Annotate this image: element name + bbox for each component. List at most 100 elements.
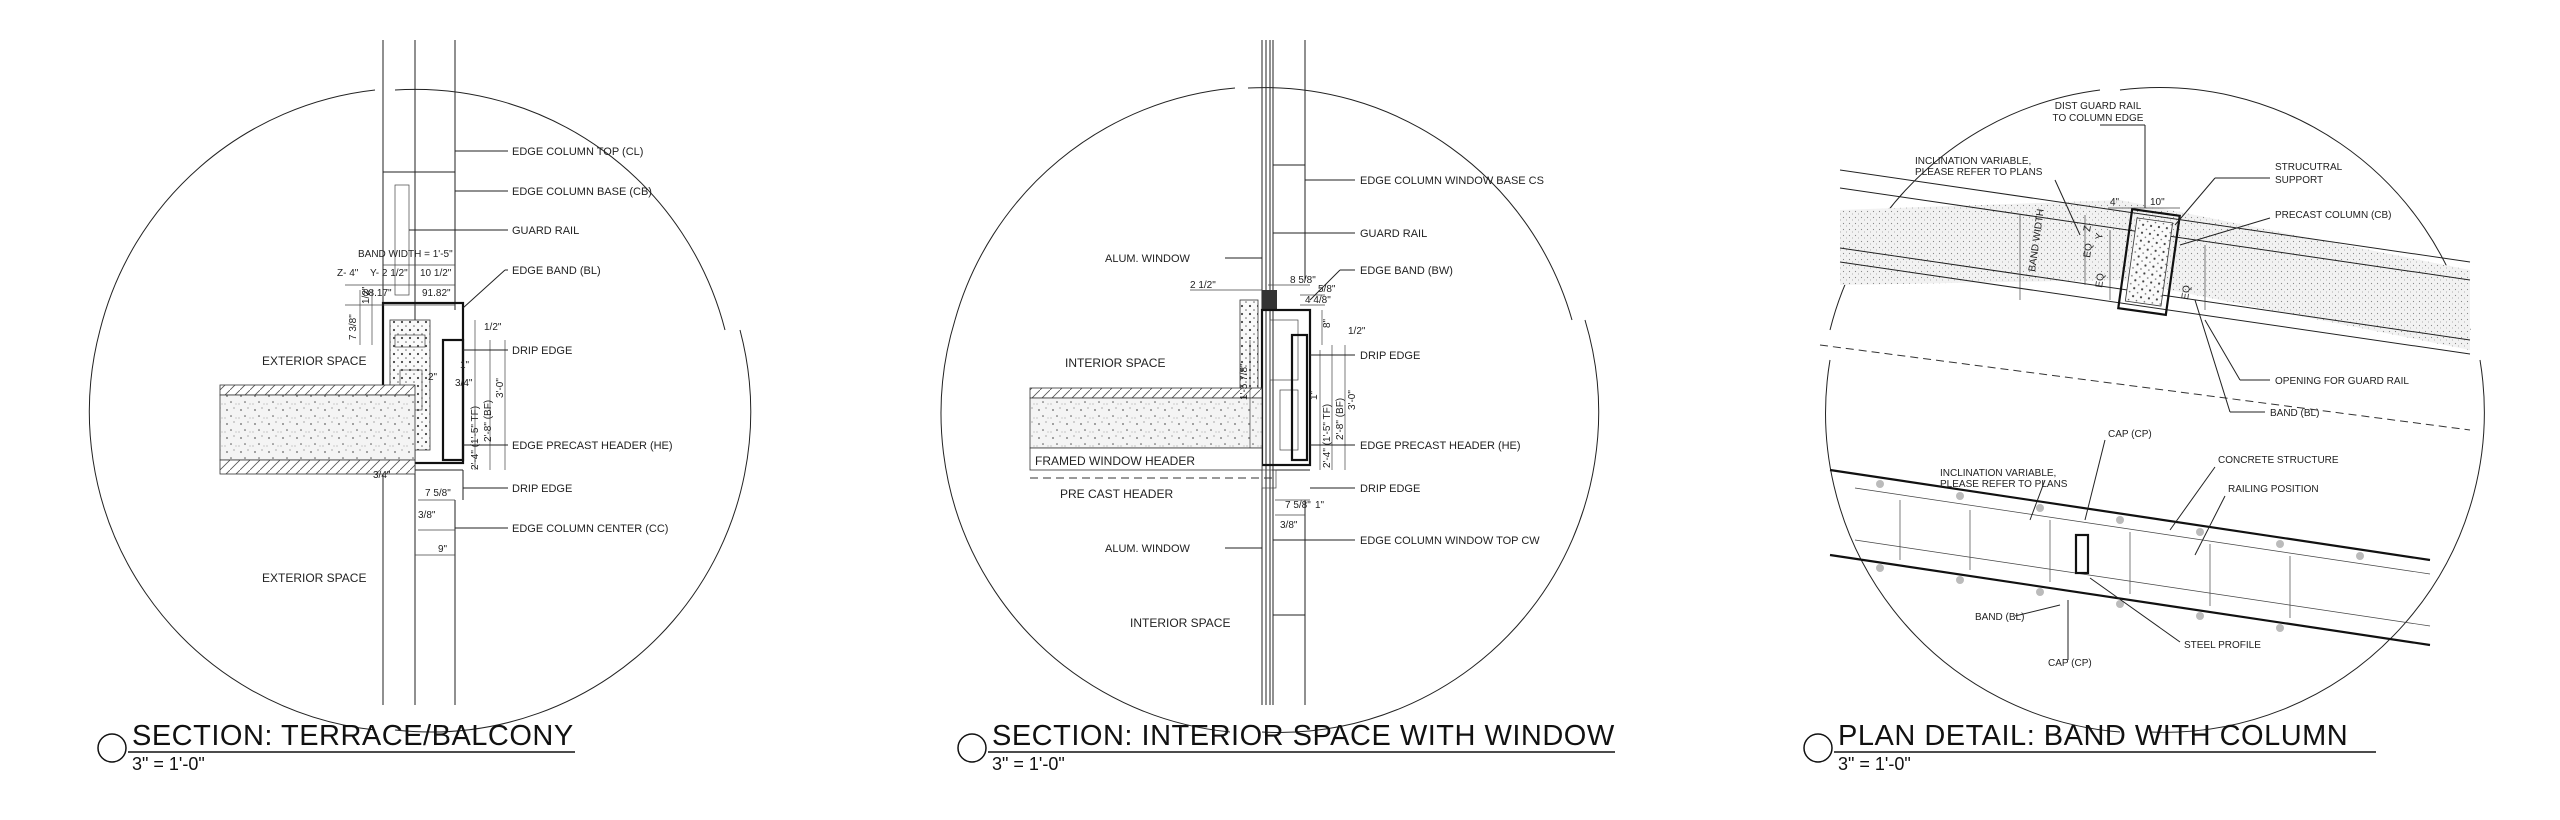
callout-label: DRIP EDGE: [512, 345, 572, 357]
dimension-label: 3/8": [1280, 520, 1298, 531]
callout-label: EDGE COLUMN BASE (CB): [512, 186, 652, 198]
dimension-label: 3'-0": [495, 378, 506, 398]
dimension-lines: [2019, 207, 2206, 310]
title-block-1: SECTION: TERRACE/BALCONY 3" = 1'-0": [97, 720, 575, 774]
upper-band: [1819, 169, 2471, 431]
detail-title: PLAN DETAIL: BAND WITH COLUMN: [1838, 720, 2348, 752]
dimension-label: 4 4/8": [1305, 295, 1331, 306]
dimension-label: 1'-5 7/8": [1239, 363, 1250, 400]
space-label: FRAMED WINDOW HEADER: [1035, 454, 1195, 468]
callout-label: EDGE PRECAST HEADER (HE): [512, 440, 673, 452]
callout-label: EDGE COLUMN WINDOW BASE CS: [1360, 175, 1544, 187]
detail-scale: 3" = 1'-0": [992, 754, 1065, 774]
detail-marker-circle: [957, 733, 987, 763]
callout-label: EDGE PRECAST HEADER (HE): [1360, 440, 1521, 452]
dimension-label: 2'-4" (1'-5" TF): [470, 406, 481, 470]
space-label: INTERIOR SPACE: [1130, 616, 1230, 630]
callout-label: BAND (BL): [1975, 612, 2024, 623]
callout-label: DRIP EDGE: [1360, 350, 1420, 362]
dimension-label: EQ: [2094, 272, 2107, 288]
dimension-label: EQ: [2180, 284, 2193, 300]
dimension-label: 1": [460, 360, 470, 371]
callout-label: EDGE COLUMN CENTER (CC): [512, 523, 668, 535]
dimension-label: 3/4": [455, 378, 473, 389]
callout-label: STRUCUTRAL: [2275, 162, 2343, 173]
detail-plan-band-column: [1819, 87, 2485, 733]
lower-band: [1829, 468, 2431, 647]
callout-label: PLEASE REFER TO PLANS: [1940, 479, 2068, 490]
dimension-lines: [345, 264, 506, 556]
dimension-label: 5/8": [1318, 284, 1336, 295]
dimension-label: 4": [2110, 197, 2120, 208]
callout-label: INCLINATION VARIABLE,: [1915, 156, 2031, 167]
space-label: EXTERIOR SPACE: [262, 571, 366, 585]
dimension-label: 1": [1309, 390, 1320, 400]
dimension-label: 2'-4" (1'-5" TF): [1322, 404, 1333, 468]
callout-label: GUARD RAIL: [1360, 228, 1427, 240]
detail-boundary-circle: [88, 88, 752, 733]
space-label: EXTERIOR SPACE: [262, 354, 366, 368]
detail-marker-circle: [97, 733, 127, 763]
dimension-label: 3/4": [373, 470, 391, 481]
callout-leaders: [1225, 179, 1355, 549]
dimension-label: 10": [2150, 197, 2165, 208]
dimension-label: BAND WIDTH = 1'-5": [358, 249, 453, 260]
detail-title: SECTION: TERRACE/BALCONY: [132, 720, 574, 752]
space-label: PRE CAST HEADER: [1060, 487, 1173, 501]
detail-scale: 3" = 1'-0": [1838, 754, 1911, 774]
detail-1-labels: EXTERIOR SPACE EXTERIOR SPACE EDGE COLUM…: [262, 146, 673, 585]
dimension-label: Z: [2082, 225, 2094, 233]
dimension-label: 88.17": [363, 288, 392, 299]
dimension-label: 1/2": [484, 322, 502, 333]
detail-marker-circle: [1803, 733, 1833, 763]
window-mullion: [1261, 40, 1306, 705]
callout-label: PLEASE REFER TO PLANS: [1915, 167, 2043, 178]
callout-label: ALUM. WINDOW: [1105, 253, 1191, 265]
callout-label: DRIP EDGE: [1360, 483, 1420, 495]
space-label: INTERIOR SPACE: [1065, 356, 1165, 370]
terrace-slab: [219, 384, 416, 475]
dimension-label: 2 1/2": [1190, 280, 1216, 291]
detail-interior-window: [940, 40, 1600, 733]
callout-label: EDGE COLUMN TOP (CL): [512, 146, 643, 158]
callout-label: EDGE BAND (BL): [512, 265, 601, 277]
title-block-2: SECTION: INTERIOR SPACE WITH WINDOW 3" =…: [957, 720, 1615, 774]
dimension-label: 7 5/8": [1285, 500, 1311, 511]
callout-label: EDGE BAND (BW): [1360, 265, 1453, 277]
interior-slab: [1029, 387, 1275, 479]
callout-label: RAILING POSITION: [2228, 484, 2319, 495]
edge-band-assembly: [1239, 290, 1312, 489]
callout-label-line: EDGE COLUMN WINDOW BASE CS: [1360, 175, 1544, 187]
dimension-label: 8": [1322, 318, 1333, 328]
detail-boundary-circle: [940, 87, 1600, 733]
callout-label: SUPPORT: [2275, 175, 2323, 186]
dimension-label: 7 3/8": [348, 314, 359, 340]
callout-label: TO COLUMN EDGE: [2053, 113, 2144, 124]
callout-label: BAND (BL): [2270, 408, 2319, 419]
dimension-label: Y- 2 1/2": [370, 268, 408, 279]
dimension-label: 7 5/8": [425, 488, 451, 499]
callout-label: OPENING FOR GUARD RAIL: [2275, 376, 2409, 387]
detail-3-labels: DIST GUARD RAIL TO COLUMN EDGE INCLINATI…: [1915, 101, 2409, 669]
dimension-label: Y: [2094, 232, 2106, 240]
dimension-label: 8 5/8": [1290, 275, 1316, 286]
detail-scale: 3" = 1'-0": [132, 754, 205, 774]
dimension-lines: [1190, 284, 1346, 516]
dimension-label: 1/2": [1348, 326, 1366, 337]
dimension-label: 9": [438, 544, 448, 555]
dimension-label: 2'-8" (BF): [483, 400, 494, 442]
dimension-label: 2'-8" (BF): [1335, 398, 1346, 440]
callout-label: INCLINATION VARIABLE,: [1940, 468, 2056, 479]
dimension-label: 1/2": [361, 286, 372, 304]
callout-leaders: [2014, 124, 2271, 660]
callout-label: ALUM. WINDOW: [1105, 543, 1191, 555]
detail-terrace-balcony: [88, 40, 752, 733]
dimension-label: 3'-0": [1347, 390, 1358, 410]
callout-label: EDGE COLUMN WINDOW TOP CW: [1360, 535, 1540, 547]
callout-label: CONCRETE STRUCTURE: [2218, 455, 2339, 466]
dimension-label: 3/8": [418, 510, 436, 521]
callout-leaders: [409, 150, 508, 529]
detail-boundary-circle: [1825, 87, 2485, 733]
detail-title: SECTION: INTERIOR SPACE WITH WINDOW: [992, 720, 1615, 752]
